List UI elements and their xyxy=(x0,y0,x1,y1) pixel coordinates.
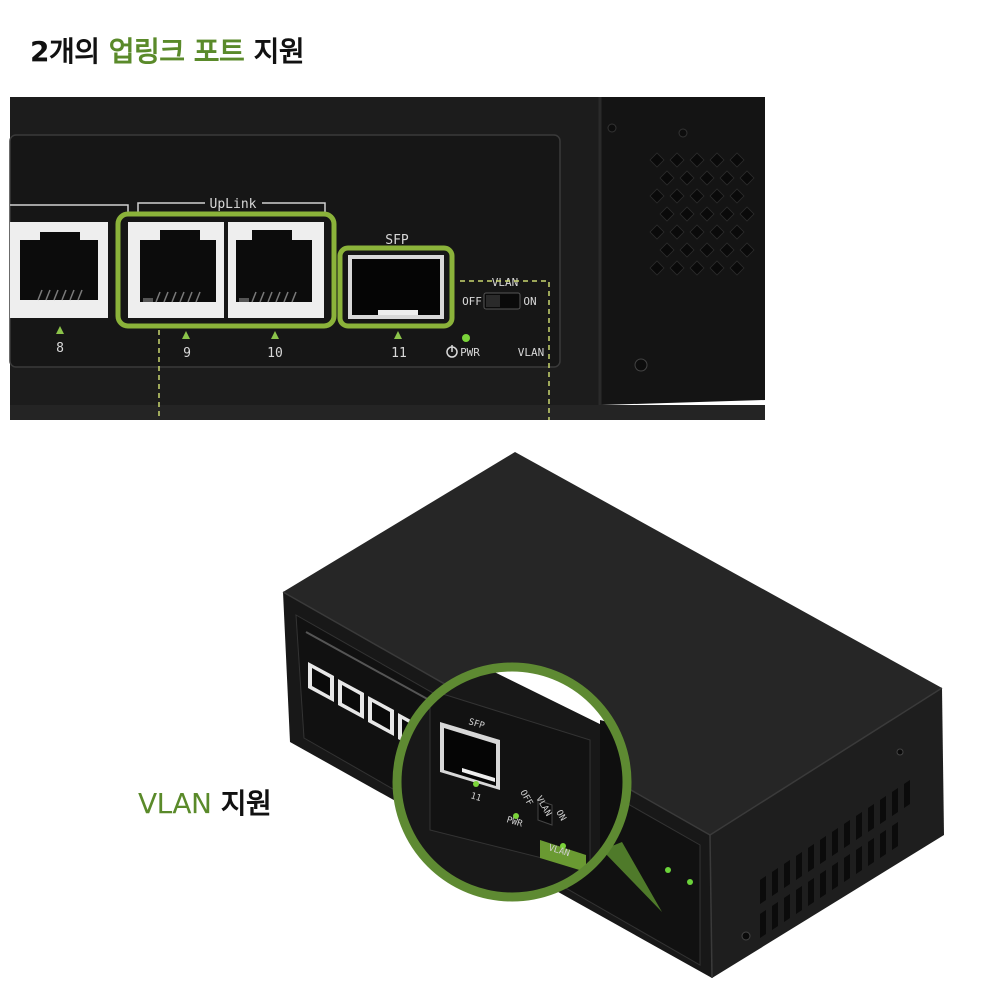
device-side-vents xyxy=(760,780,910,938)
port-number-9: 9 xyxy=(183,346,191,361)
pwr-label: PWR xyxy=(460,346,480,359)
uplink-label: UpLink xyxy=(210,197,257,212)
vlan-switch-label: VLAN xyxy=(492,276,519,289)
magnifier: SFP 11 VLAN OFF ON PWR VLAN xyxy=(392,662,662,912)
device-3d xyxy=(282,452,944,979)
port-number-11: 11 xyxy=(391,346,407,361)
port-number-10: 10 xyxy=(267,346,283,361)
switch-on-label: ON xyxy=(523,295,536,308)
side-vents xyxy=(649,152,755,276)
sfp-label: SFP xyxy=(385,233,409,248)
rj45-port-10 xyxy=(228,222,324,318)
pwr-led xyxy=(462,334,470,342)
vlan-led-label: VLAN xyxy=(518,346,545,359)
rj45-port-9 xyxy=(128,222,224,318)
sfp-highlight xyxy=(337,245,455,329)
page-title: 2개의 업링크 포트 지원 xyxy=(30,35,305,68)
switch-off-label: OFF xyxy=(462,295,482,308)
rj45-port-8 xyxy=(10,222,108,318)
device-port-11: 11 xyxy=(469,791,482,804)
uplink-highlight xyxy=(115,211,337,329)
device-pwr-label: PWR xyxy=(505,815,524,829)
device-sfp-label: SFP xyxy=(467,717,486,731)
vlan-caption: VLAN 지원 xyxy=(138,787,272,820)
closeup-panel: UpLink SFP xyxy=(9,97,765,420)
device-on-label: ON xyxy=(553,809,567,823)
port-number-8: 8 xyxy=(56,341,64,356)
